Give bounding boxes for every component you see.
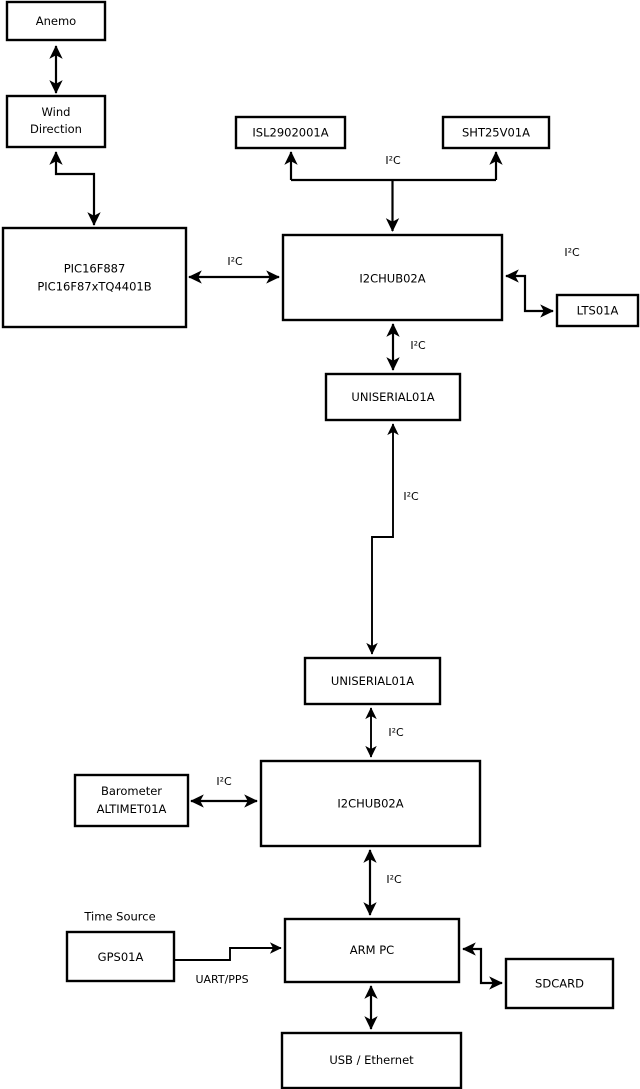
node-pic-mcu-label-line1: PIC16F887	[64, 262, 126, 276]
node-sdcard[interactable]: SDCARD	[504, 957, 615, 1010]
label-time-source: Time Source	[83, 910, 155, 924]
node-gps01a-label: GPS01A	[98, 950, 144, 964]
node-sht25v01a[interactable]: SHT25V01A	[441, 115, 551, 150]
node-pic-mcu-label-line2: PIC16F87xTQ4401B	[37, 280, 151, 294]
node-barometer[interactable]: Barometer ALTIMET01A	[73, 773, 190, 828]
edge-arm-pc-to-sdcard	[462, 942, 503, 990]
node-wind-direction-label-line2: Direction	[30, 122, 82, 136]
edge-i2chub02a-top-to-lts01a	[505, 269, 554, 318]
node-wind-direction-box	[5, 94, 107, 149]
node-lts01a[interactable]: LTS01A	[555, 293, 640, 328]
node-pic-mcu[interactable]: PIC16F887 PIC16F87xTQ4401B	[1, 226, 188, 329]
node-arm-pc[interactable]: ARM PC	[283, 917, 461, 984]
node-anemo-box	[5, 0, 107, 42]
node-i2chub02a-bottom[interactable]: I2CHUB02A	[259, 759, 482, 848]
node-uniserial01a-top-label: UNISERIAL01A	[351, 390, 434, 404]
node-gps01a-box	[65, 930, 176, 983]
edge-label-barometer-hub2: I²C	[216, 775, 232, 788]
node-i2chub02a-bottom-box	[259, 759, 482, 848]
node-isl2902001a-label: ISL2902001A	[252, 126, 328, 140]
edge-label-pic-hub: I²C	[227, 255, 243, 268]
edge-label-hub-sensors: I²C	[385, 154, 401, 167]
edge-uniserial-top-to-uniserial-bottom	[366, 423, 399, 655]
node-wind-direction-label-line1: Wind	[42, 105, 71, 119]
edge-gps01a-to-arm-pc	[175, 942, 282, 961]
node-i2chub02a-top[interactable]: I2CHUB02A	[281, 233, 504, 322]
edge-label-uniserial-link: I²C	[403, 490, 419, 503]
node-arm-pc-box	[283, 917, 461, 984]
edge-label-hub2-armpc: I²C	[386, 873, 402, 886]
node-lts01a-box	[555, 293, 640, 328]
edge-label-hub-uniserial: I²C	[410, 339, 426, 352]
node-i2chub02a-top-label: I2CHUB02A	[359, 272, 425, 286]
node-lts01a-label: LTS01A	[577, 304, 619, 318]
node-uniserial01a-bottom-label: UNISERIAL01A	[331, 674, 414, 688]
node-sdcard-box	[504, 957, 615, 1010]
node-barometer-box	[73, 773, 190, 828]
node-pic-mcu-box	[1, 226, 188, 329]
node-anemo[interactable]: Anemo	[5, 0, 107, 42]
node-sht25v01a-box	[441, 115, 551, 150]
node-wind-direction[interactable]: Wind Direction	[5, 94, 107, 149]
edge-pic-to-wind-direction	[49, 151, 101, 226]
node-barometer-label-line1: Barometer	[101, 784, 162, 798]
node-uniserial01a-bottom[interactable]: UNISERIAL01A	[303, 656, 442, 706]
node-i2chub02a-top-box	[281, 233, 504, 322]
edge-label-hub-lts: I²C	[564, 246, 580, 259]
node-uniserial01a-top[interactable]: UNISERIAL01A	[324, 372, 462, 422]
node-arm-pc-label: ARM PC	[350, 943, 394, 957]
edge-label-gps-armpc: UART/PPS	[195, 973, 248, 986]
node-sht25v01a-label: SHT25V01A	[462, 126, 530, 140]
edge-label-uniserial-hub2: I²C	[388, 726, 404, 739]
node-gps01a[interactable]: GPS01A	[65, 930, 176, 983]
node-sdcard-label: SDCARD	[535, 977, 584, 991]
node-uniserial01a-top-box	[324, 372, 462, 422]
node-usb-ethernet[interactable]: USB / Ethernet	[280, 1031, 463, 1089]
node-i2chub02a-bottom-label: I2CHUB02A	[337, 797, 403, 811]
node-uniserial01a-bottom-box	[303, 656, 442, 706]
node-anemo-label: Anemo	[36, 14, 76, 28]
node-usb-ethernet-box	[280, 1031, 463, 1089]
node-barometer-label-line2: ALTIMET01A	[97, 802, 167, 816]
node-isl2902001a[interactable]: ISL2902001A	[234, 115, 347, 150]
node-usb-ethernet-label: USB / Ethernet	[329, 1053, 414, 1067]
node-isl2902001a-box	[234, 115, 347, 150]
